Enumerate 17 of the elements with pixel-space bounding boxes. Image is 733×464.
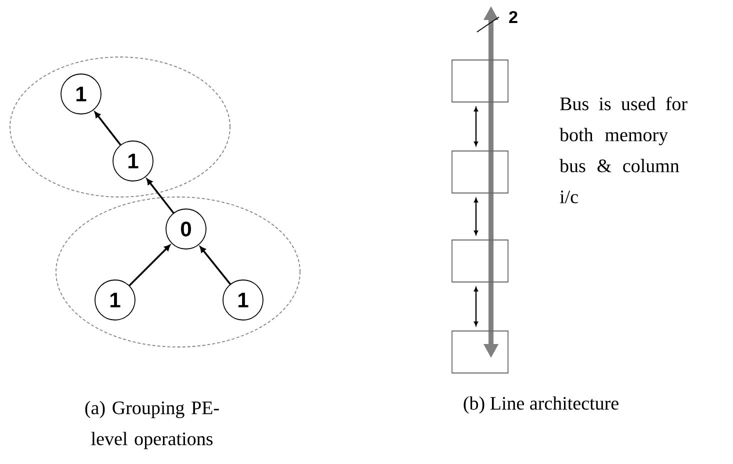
- group-ellipse: [56, 196, 300, 348]
- group-ellipse: [10, 56, 230, 198]
- module-box: [452, 60, 508, 102]
- bus-width-label: 2: [509, 11, 518, 23]
- double-arrow: [474, 107, 478, 146]
- arrow: [128, 244, 170, 286]
- bus-note: Bus is used for both memory bus & column i/c: [560, 96, 688, 204]
- module-box: [452, 150, 508, 194]
- caption: (a) Grouping PE-level operations: [85, 400, 219, 450]
- caption: (b) Line architecture: [464, 396, 618, 414]
- double-arrow: [474, 198, 478, 235]
- module-box: [452, 240, 508, 282]
- arrow: [200, 246, 231, 285]
- arrow: [146, 178, 174, 214]
- module-box: [452, 330, 508, 374]
- arrow: [94, 112, 122, 146]
- double-arrow: [474, 287, 478, 326]
